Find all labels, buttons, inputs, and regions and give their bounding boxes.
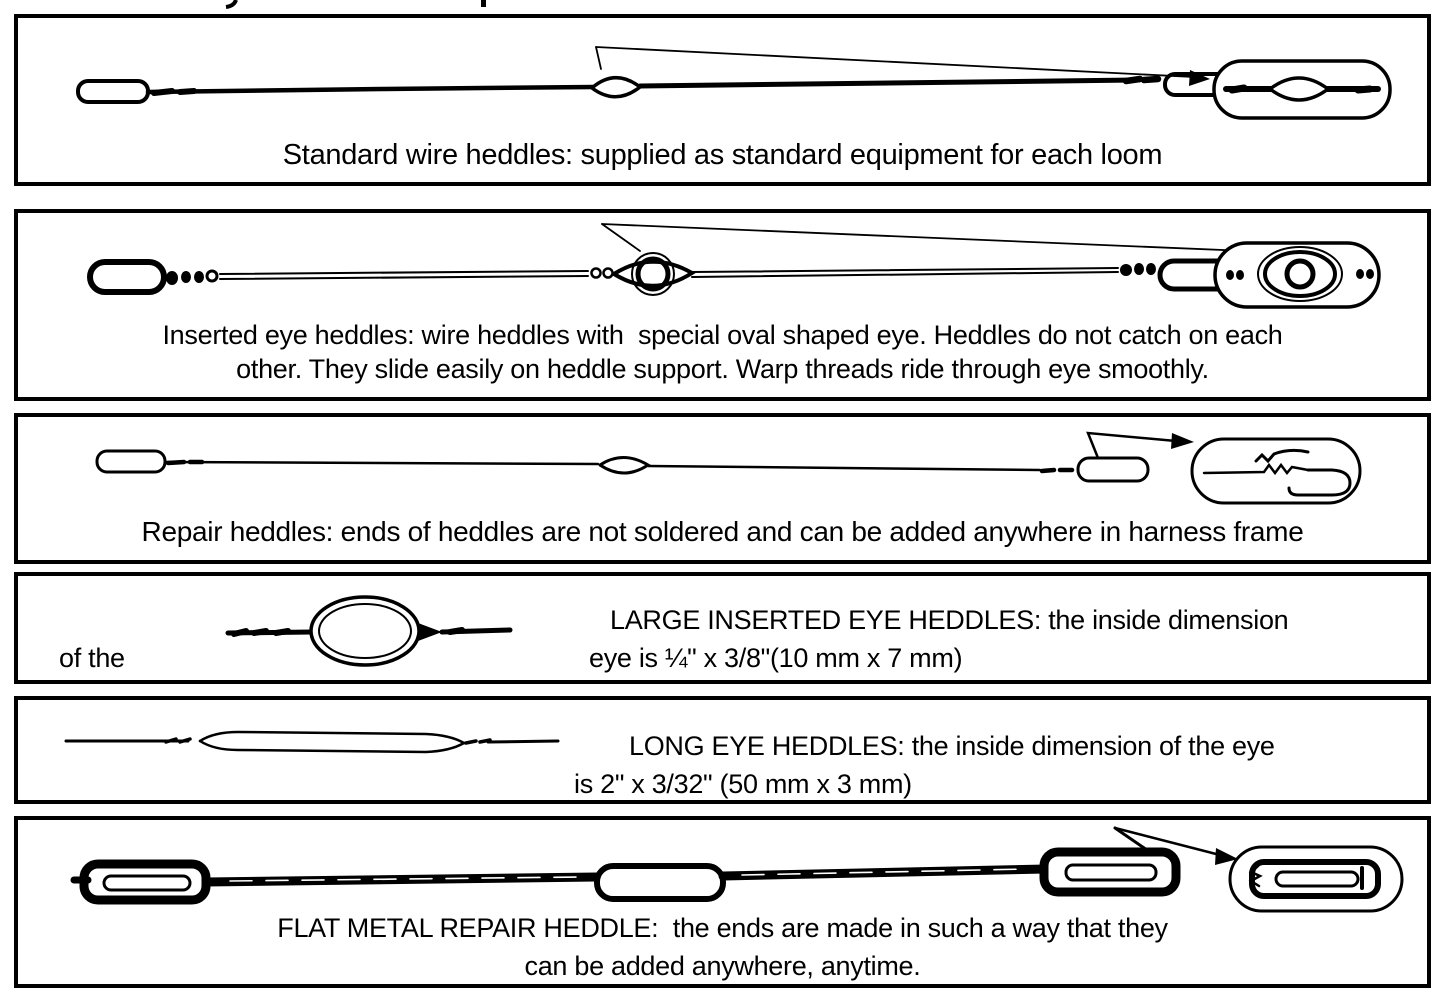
panel-caption-line2: is 2" x 3/32" (50 mm x 3 mm) xyxy=(574,769,912,799)
repair-heddle-drawing xyxy=(95,431,1362,505)
heddle-center-eye xyxy=(590,76,643,99)
panel-caption: Standard wire heddles: supplied as stand… xyxy=(282,139,1163,172)
heddle-wire-right xyxy=(646,464,1042,472)
callout-arrowhead xyxy=(1171,433,1194,449)
callout-arrowhead xyxy=(1189,70,1210,86)
long-eye-heddle-drawing xyxy=(64,730,560,754)
callout-leader-lines xyxy=(601,223,1295,254)
panel-caption-line2: eye is ¼" x 3/8"(10 mm x 7 mm) xyxy=(589,643,963,673)
panel-inserted-eye-heddles: Inserted eye heddles: wire heddles with … xyxy=(14,209,1431,401)
panel-caption: Repair heddles: ends of heddles are not … xyxy=(141,516,1304,548)
heddle-center-eye xyxy=(598,456,651,475)
inserted-center-eye xyxy=(612,252,696,296)
heddle-wire-right xyxy=(691,267,1119,278)
panel-caption-line1: LONG EYE HEDDLES: the inside dimension o… xyxy=(629,731,1275,761)
twisted-wire-section xyxy=(1120,263,1156,276)
slotted-right-end xyxy=(1039,847,1181,897)
large-inserted-eye-drawing xyxy=(225,595,513,667)
panel-standard-wire-heddles: Standard wire heddles: supplied as stand… xyxy=(14,14,1431,186)
panel-caption-line2: other. They slide easily on heddle suppo… xyxy=(236,354,1209,385)
flat-metal-repair-heddle-drawing xyxy=(70,826,1404,913)
wire-right xyxy=(486,739,560,744)
panel-long-eye-heddles: LONG EYE HEDDLES: the inside dimension o… xyxy=(14,696,1431,804)
heddle-wire-left xyxy=(163,460,600,466)
panel-repair-heddles: Repair heddles: ends of heddles are not … xyxy=(14,413,1431,564)
magnified-eye-callout xyxy=(1212,59,1392,120)
panel-caption-line2: can be added anywhere, anytime. xyxy=(524,951,921,981)
heddle-left-end-loop xyxy=(87,259,167,295)
panel-caption-line1: Inserted eye heddles: wire heddles with … xyxy=(162,320,1283,351)
panel-caption-line1: LARGE INSERTED EYE HEDDLES: the inside d… xyxy=(610,605,1289,635)
unsoldered-end-callout xyxy=(1190,437,1362,505)
center-eye xyxy=(594,863,726,902)
heddle-left-end-loop xyxy=(95,449,167,474)
callout-leader-lines xyxy=(1113,826,1222,857)
panel-caption-wrap-left: of the xyxy=(59,643,125,673)
flat-bar-right xyxy=(718,864,1051,881)
slotted-end-callout xyxy=(1228,845,1404,913)
heddle-right-end-loop xyxy=(1076,456,1150,483)
standard-wire-heddle-drawing xyxy=(76,46,1392,120)
callout-leader-lines xyxy=(595,46,1195,78)
panel-large-inserted-eye-heddles: LARGE INSERTED EYE HEDDLES: the inside d… xyxy=(14,572,1431,684)
callout-leader-lines xyxy=(1086,431,1178,460)
twisted-wire-section xyxy=(166,271,204,285)
large-eye xyxy=(309,595,421,667)
heddle-wire-left xyxy=(219,270,589,280)
heddle-left-end-loop xyxy=(76,79,150,104)
callout-arrowhead xyxy=(1215,848,1238,865)
cropped-text-fragment-marks xyxy=(225,0,486,9)
magnified-eye-callout xyxy=(1213,241,1381,309)
slotted-left-end xyxy=(70,859,211,905)
panel-flat-metal-repair-heddle: FLAT METAL REPAIR HEDDLE: the ends are m… xyxy=(14,816,1431,988)
long-eye xyxy=(198,730,466,754)
panel-caption-line1: FLAT METAL REPAIR HEDDLE: the ends are m… xyxy=(277,913,1168,943)
inserted-eye-heddle-drawing xyxy=(87,223,1381,309)
heddle-wire-left xyxy=(145,84,597,95)
heddle-wire-right xyxy=(637,77,1139,89)
